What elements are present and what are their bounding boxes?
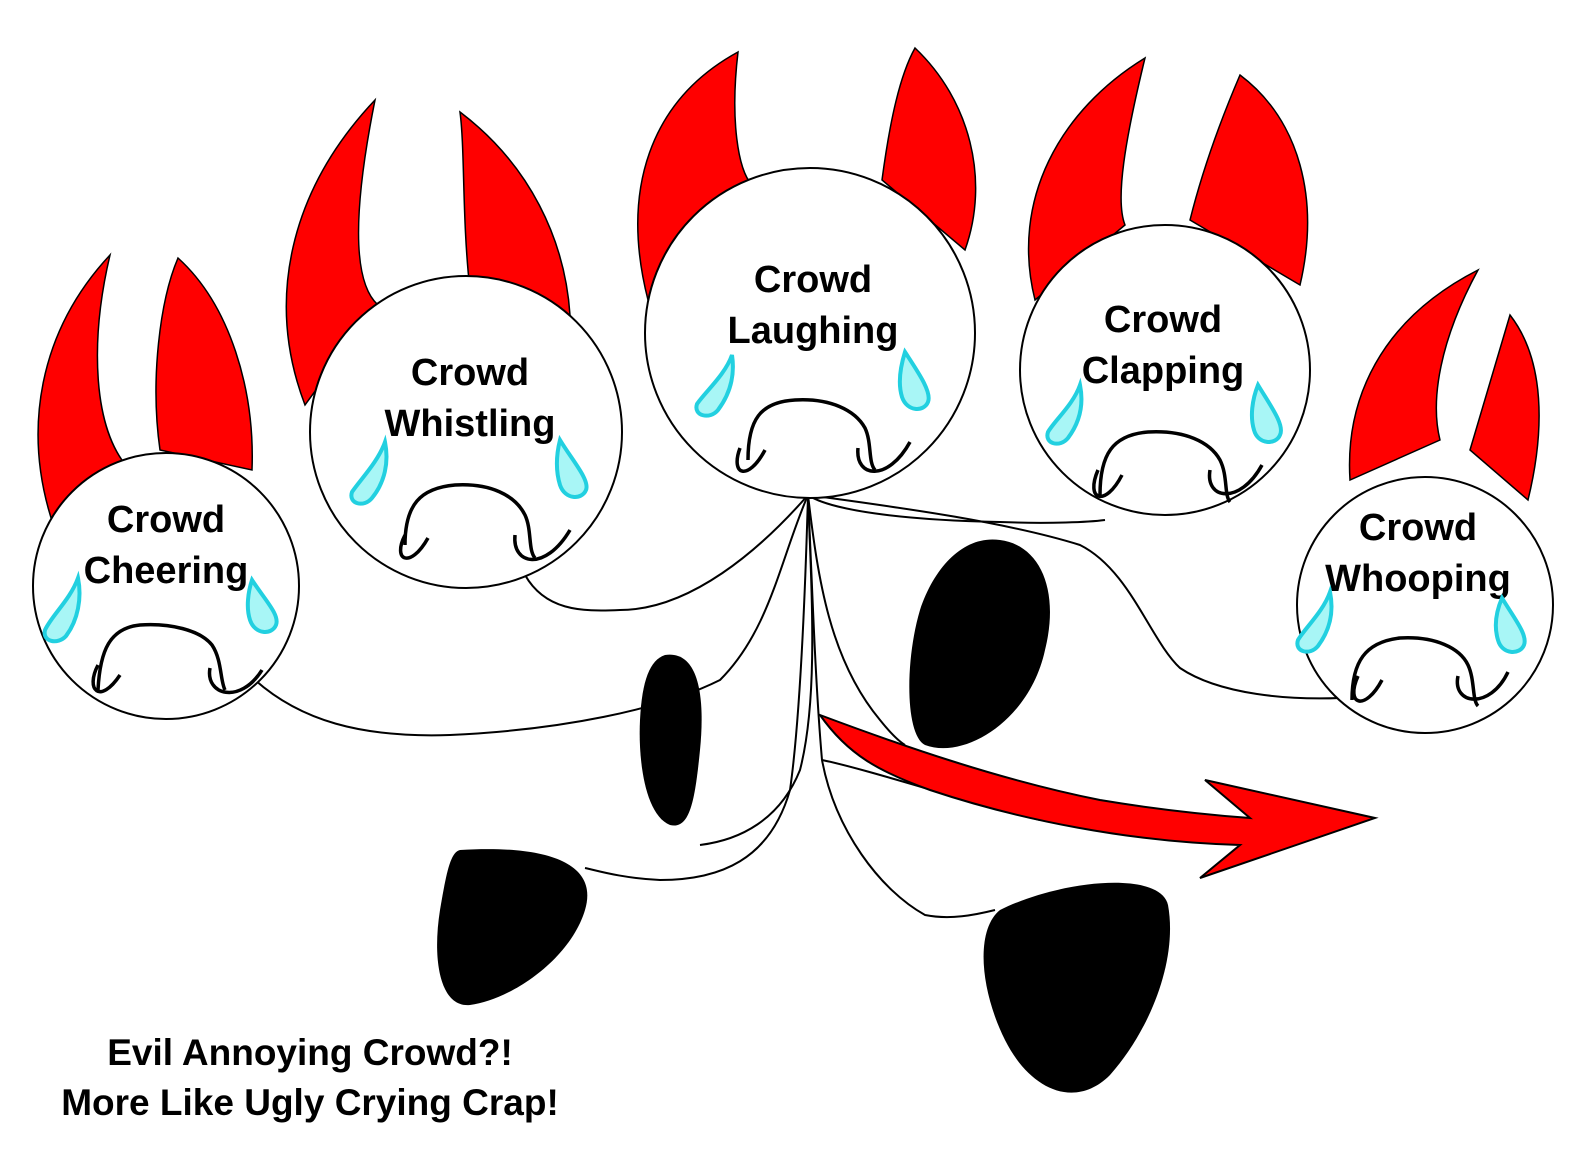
face-label: Crowd [1359,507,1477,549]
sad-mouth [403,483,537,560]
horn-icon [155,256,253,471]
face-label: Crowd [411,352,529,394]
mouth-curl [1352,675,1384,703]
tear-icon [42,570,82,644]
caption-line-2: More Like Ugly Crying Crap! [61,1082,559,1123]
horn-icon [637,50,754,302]
face-circle [1019,224,1311,516]
face-crowd-laughing: Crowd Laughing [637,46,977,499]
face-label: Whooping [1325,558,1511,600]
horn-icon [1027,56,1147,302]
horn-icon [459,110,571,316]
face-circle [1296,476,1554,734]
face-crowd-clapping: Crowd Clapping [1019,56,1311,516]
black-blob-upper-right [909,539,1050,749]
horn-icon [1348,268,1480,482]
tear-icon [1045,377,1084,446]
mouth-curl [207,667,264,695]
tear-icon [1493,593,1527,654]
connecting-strings [254,494,1341,919]
face-crowd-whistling: Crowd Whistling [285,97,623,589]
black-blob-bottom-left [437,849,588,1006]
tear-icon [555,434,589,499]
face-label: Crowd [1104,299,1222,341]
sad-mouth [96,622,227,691]
face-label: Crowd [754,259,872,301]
mouth-curl [1092,469,1124,498]
tear-icon [1249,380,1283,444]
horn-icon [37,252,132,532]
sad-mouth [1350,636,1480,708]
horn-icon [1189,73,1309,287]
tear-icon [245,575,279,634]
mouth-curl [1207,464,1264,496]
face-label: Crowd [107,499,225,541]
mouth-curl [398,534,430,560]
black-blob-left [639,654,702,826]
face-circle [309,275,623,589]
tear-icon [897,347,931,411]
face-label: Whistling [385,403,556,445]
face-label: Cheering [84,550,249,592]
mouth-curl [91,664,122,694]
caption: Evil Annoying Crowd?! More Like Ugly Cry… [0,1028,620,1128]
face-label: Laughing [728,310,899,352]
sad-mouth [1098,430,1232,504]
horn-icon [1469,313,1540,502]
black-blob-bottom-right [983,882,1171,1093]
face-circle [644,167,976,499]
mouth-curl [735,447,767,473]
mouth-curl [856,441,912,473]
sad-mouth [746,398,877,472]
red-arrow [817,712,1379,879]
caption-line-1: Evil Annoying Crowd?! [107,1032,513,1073]
face-circle [32,452,300,720]
tear-icon [1295,584,1334,654]
face-crowd-cheering: Crowd Cheering [32,252,300,720]
black-blobs [437,539,1171,1093]
face-label: Clapping [1082,350,1245,392]
mouth-curl [513,529,572,562]
mouth-curl [1455,671,1510,701]
face-crowd-whooping: Crowd Whooping [1295,268,1554,734]
tear-icon [349,434,389,506]
tear-icon [694,354,735,418]
